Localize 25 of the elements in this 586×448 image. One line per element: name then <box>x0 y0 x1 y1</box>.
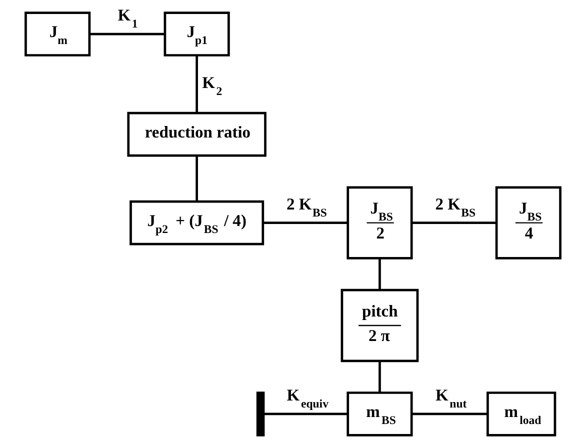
connector <box>412 412 488 416</box>
connector <box>412 222 496 224</box>
connector <box>90 32 165 36</box>
edge-label: K$_{1}$ <box>118 6 138 31</box>
node-box: J$_{BS}$ 2 <box>346 186 413 260</box>
edge-label: K$_{nut}$ <box>435 386 467 411</box>
node-box: J$_{p2}$ + (J$_{BS}$ / 4) <box>130 200 264 246</box>
edge-label: K$_{2}$ <box>202 72 222 98</box>
node-box: pitch 2 π <box>340 288 419 362</box>
node-box: m$_{BS}$ <box>346 392 413 436</box>
connector <box>378 258 381 290</box>
node-box: J$_{p1}$ <box>164 12 230 56</box>
node-box: reduction ratio <box>127 112 266 157</box>
connector <box>263 222 348 224</box>
node-box: J$_{BS}$ 4 <box>495 186 562 260</box>
node-box: J$_{m}$ <box>24 12 91 56</box>
connector <box>196 156 198 202</box>
edge-label: 2 K$_{BS}$ <box>286 194 327 220</box>
edge-label: K$_{equiv}$ <box>286 386 329 411</box>
node-ground <box>256 392 265 436</box>
edge-label: 2 K$_{BS}$ <box>435 194 476 220</box>
connector <box>196 56 198 113</box>
node-box: m$_{load}$ <box>486 392 556 436</box>
connector <box>264 412 348 416</box>
connector <box>378 361 381 393</box>
